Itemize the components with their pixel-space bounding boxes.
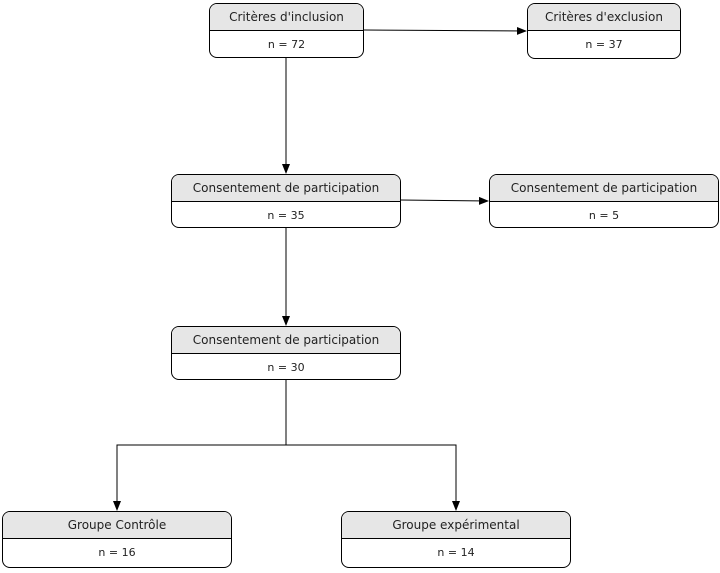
node-count: n = 30 — [267, 361, 305, 374]
node-title: Critères d'inclusion — [210, 4, 363, 31]
node-control: Groupe Contrôle n = 16 — [2, 511, 232, 568]
node-title: Groupe Contrôle — [3, 512, 231, 539]
edge-consent-2-to-experimental — [286, 444, 460, 511]
node-title: Critères d'exclusion — [528, 4, 680, 31]
edge-consent-2-to-control — [113, 380, 287, 511]
edge-inclusion-to-exclusion — [363, 26, 527, 35]
node-count: n = 16 — [98, 546, 136, 559]
node-exclusion: Critères d'exclusion n = 37 — [527, 3, 681, 59]
node-consent-declined: Consentement de participation n = 5 — [489, 174, 719, 228]
node-count: n = 37 — [585, 38, 623, 51]
node-experimental: Groupe expérimental n = 14 — [341, 511, 571, 568]
node-consent-1: Consentement de participation n = 35 — [171, 174, 401, 228]
edge-consent-1-to-consent-declined — [399, 196, 489, 205]
node-consent-2: Consentement de participation n = 30 — [171, 326, 401, 380]
node-title: Consentement de participation — [490, 175, 718, 202]
node-count: n = 35 — [267, 209, 305, 222]
node-count: n = 5 — [588, 209, 620, 222]
node-title: Groupe expérimental — [342, 512, 570, 539]
node-count: n = 72 — [267, 38, 306, 51]
node-title: Consentement de participation — [172, 175, 400, 202]
node-inclusion: Critères d'inclusion n = 72 — [209, 3, 364, 58]
node-title: Consentement de participation — [172, 327, 400, 354]
node-count: n = 14 — [437, 546, 475, 559]
